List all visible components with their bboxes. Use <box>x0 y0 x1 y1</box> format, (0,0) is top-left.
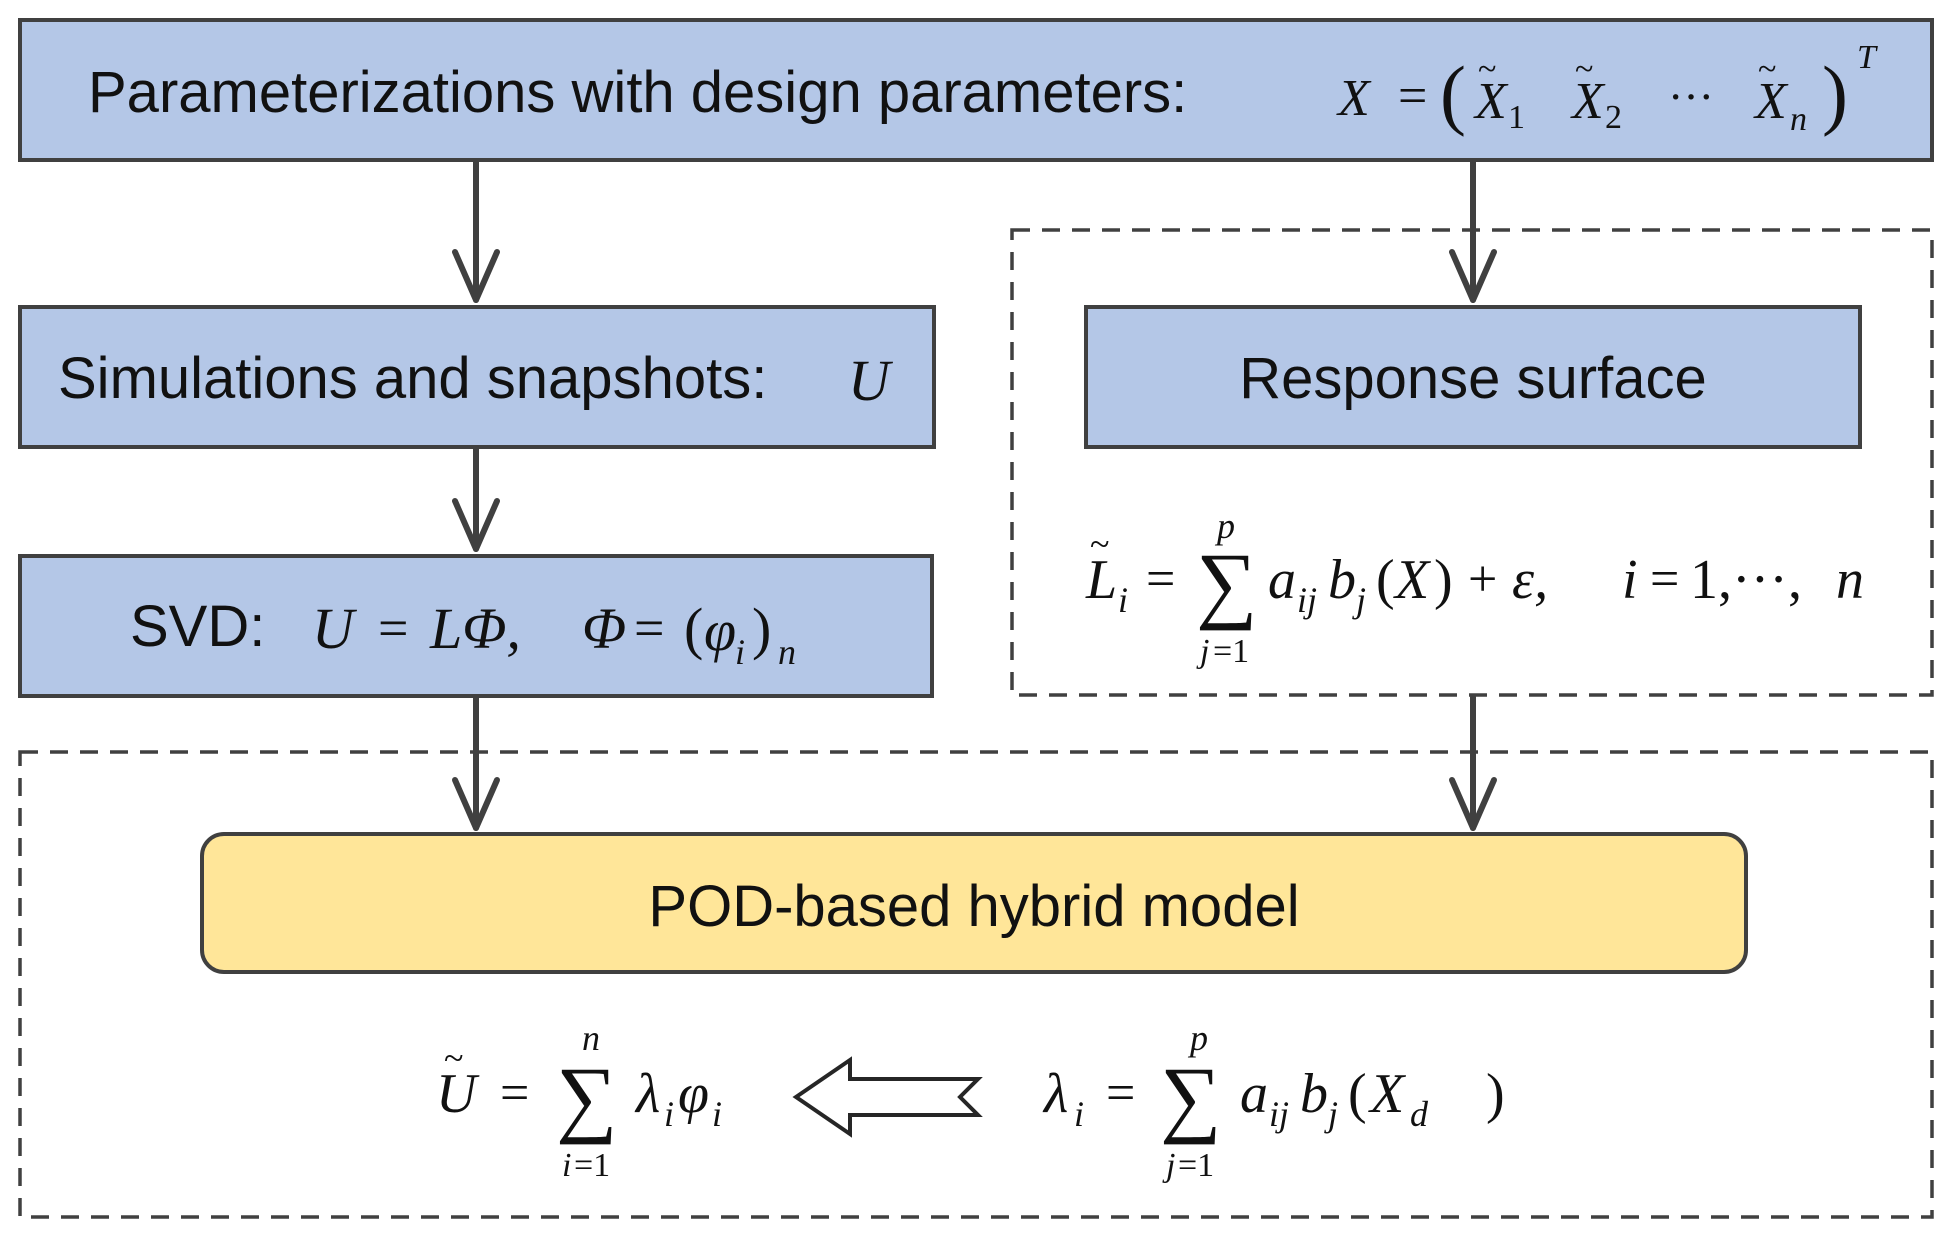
parameterization-label: Parameterizations with design parameters… <box>88 60 1187 125</box>
svg-text:~: ~ <box>1478 51 1496 88</box>
svg-text:2: 2 <box>1605 99 1622 136</box>
svg-text:∑: ∑ <box>1196 535 1257 631</box>
svg-text:(: ( <box>1348 1063 1367 1125</box>
hollow-arrow-left-icon <box>792 1056 983 1138</box>
reconstruction-equation: U ~ = ∑ n i =1 λ i φ i <box>436 1018 722 1184</box>
svg-text:j: j <box>1352 580 1366 620</box>
svg-text:X: X <box>1473 73 1509 130</box>
svg-text:1: 1 <box>1508 99 1525 136</box>
svg-text:a: a <box>1240 1063 1268 1125</box>
svg-text:∑: ∑ <box>556 1049 617 1145</box>
svg-text:Φ: Φ <box>582 596 626 661</box>
svg-text:i: i <box>562 1147 571 1184</box>
svd-label: SVD: <box>130 594 265 659</box>
parameterization-box: Parameterizations with design parameters… <box>18 18 1934 162</box>
svg-text:=1: =1 <box>1213 633 1249 670</box>
svg-text:=: = <box>1106 1065 1135 1122</box>
svg-text:∑: ∑ <box>1160 1049 1221 1145</box>
svg-text:ij: ij <box>1297 580 1317 620</box>
svd-formula: U <box>312 596 358 661</box>
svg-text:1,···,: 1,···, <box>1690 549 1802 611</box>
svg-text:L: L <box>1085 549 1117 611</box>
response-surface-box: Response surface <box>1084 305 1862 449</box>
svg-text:i: i <box>664 1094 674 1134</box>
svg-text:ij: ij <box>1269 1094 1289 1134</box>
svg-text:φ: φ <box>678 1063 709 1125</box>
svg-text:=: = <box>1398 68 1427 125</box>
arrow-down-icon <box>452 159 500 303</box>
arrow-down-icon <box>1449 159 1497 303</box>
response-surface-label: Response surface <box>1239 346 1706 411</box>
svg-text:n: n <box>778 632 796 672</box>
svg-text:d: d <box>1410 1094 1429 1134</box>
svg-text:b: b <box>1328 549 1356 611</box>
svg-text:U: U <box>436 1063 480 1125</box>
svg-text:LΦ,: LΦ, <box>429 596 521 661</box>
pod-hybrid-model-label: POD-based hybrid model <box>648 874 1299 939</box>
svg-text:···: ··· <box>1668 71 1714 122</box>
svg-text:X: X <box>1753 73 1789 130</box>
svg-text:λ: λ <box>634 1063 660 1125</box>
svg-text:): ) <box>752 596 771 661</box>
svg-text:T: T <box>1857 39 1878 76</box>
coefficient-equation: λ i = ∑ p j =1 a ij b j ( X d ) <box>1042 1018 1505 1184</box>
svg-text:b: b <box>1300 1063 1328 1125</box>
svg-text:~: ~ <box>1575 51 1593 88</box>
arrow-down-icon <box>452 446 500 552</box>
svg-text:~: ~ <box>1090 524 1109 564</box>
svg-text:~: ~ <box>444 1038 463 1078</box>
svg-text:j: j <box>1162 1147 1175 1184</box>
svg-text:(: ( <box>1440 50 1466 137</box>
simulations-label: Simulations and snapshots: <box>58 346 767 411</box>
response-surface-equation: L ~ i = ∑ p j =1 a ij b j ( X ) + ε, i =… <box>1085 506 1864 670</box>
svg-text:j: j <box>1324 1094 1338 1134</box>
simulations-box: Simulations and snapshots: U <box>18 305 936 449</box>
svg-text:ε,: ε, <box>1512 549 1548 611</box>
arrow-down-icon <box>452 695 500 831</box>
svg-text:+: + <box>1468 551 1497 608</box>
svg-text:n: n <box>1790 101 1807 138</box>
svg-text:a: a <box>1268 549 1296 611</box>
pod-model-group <box>18 750 1934 1219</box>
svd-box: SVD: U = LΦ, Φ = ( φ i ) n <box>18 554 934 698</box>
svg-text:p: p <box>1214 506 1235 546</box>
svg-text:i: i <box>1074 1094 1084 1134</box>
svg-text:=: = <box>634 598 664 658</box>
svg-text:i: i <box>712 1094 722 1134</box>
svg-text:): ) <box>1822 50 1848 137</box>
svg-text:(: ( <box>1376 549 1395 611</box>
svg-text:i: i <box>1622 549 1638 611</box>
svg-text:n: n <box>582 1018 600 1058</box>
svg-text:=: = <box>1146 551 1175 608</box>
snapshots-symbol: U <box>848 348 894 413</box>
svg-text:i: i <box>735 632 745 672</box>
svg-text:i: i <box>1118 580 1128 620</box>
svg-text:j: j <box>1196 633 1209 670</box>
svg-text:p: p <box>1187 1018 1208 1058</box>
svg-text:=1: =1 <box>574 1147 610 1184</box>
svg-text:~: ~ <box>1758 51 1776 88</box>
svg-text:X: X <box>1368 1063 1407 1125</box>
arrow-down-icon <box>1449 694 1497 831</box>
svg-text:): ) <box>1486 1063 1505 1125</box>
svg-text:λ: λ <box>1042 1063 1068 1125</box>
svg-text:φ: φ <box>704 598 736 663</box>
svg-text:(: ( <box>684 596 703 661</box>
svg-text:=: = <box>500 1065 529 1122</box>
svg-text:=: = <box>1650 551 1679 608</box>
svg-text:=: = <box>378 598 408 658</box>
svg-text:n: n <box>1836 549 1864 611</box>
svg-text:): ) <box>1434 549 1453 611</box>
svg-text:=1: =1 <box>1178 1147 1214 1184</box>
svg-text:X: X <box>1393 549 1432 611</box>
design-parameter-vector: X <box>1336 70 1372 127</box>
svg-text:X: X <box>1570 73 1606 130</box>
pod-hybrid-model-box: POD-based hybrid model <box>200 832 1748 974</box>
